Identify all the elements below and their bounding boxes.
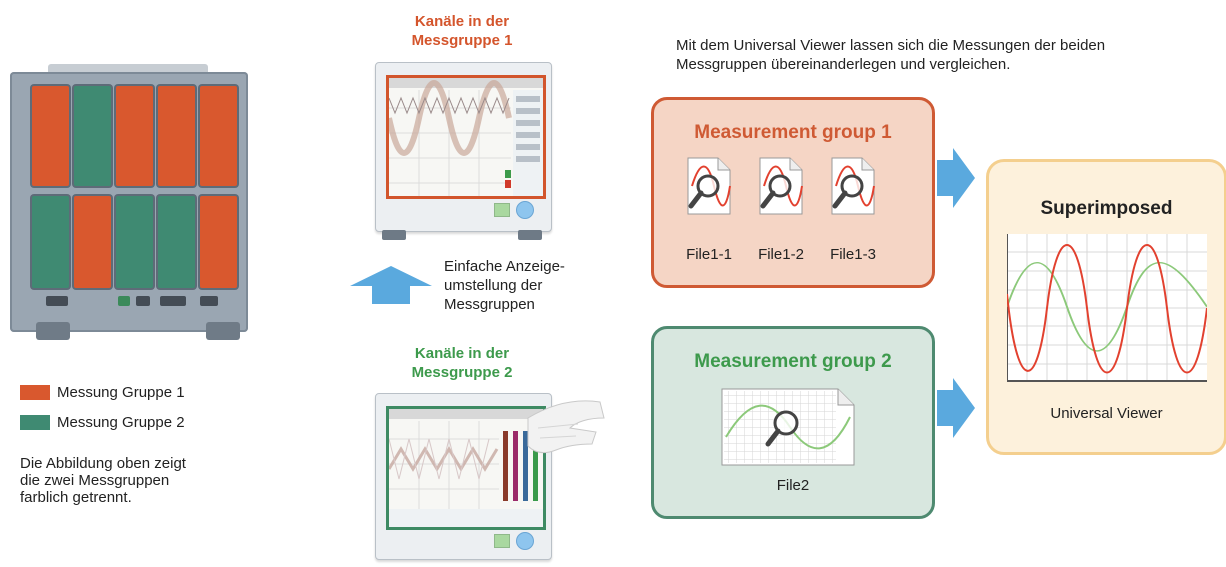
module-slot-g1 bbox=[74, 196, 111, 288]
right-arrow-icon bbox=[937, 378, 975, 438]
viewer-title: Superimposed bbox=[1040, 198, 1173, 219]
superimposed-plot bbox=[1006, 234, 1208, 382]
bar-display bbox=[387, 409, 543, 527]
module-slot-g2 bbox=[158, 196, 195, 288]
module-slot-g1 bbox=[200, 86, 237, 186]
legend-swatch bbox=[20, 385, 50, 400]
legend-label: Messung Gruppe 2 bbox=[57, 414, 185, 431]
recorder-button bbox=[494, 203, 510, 217]
recorder-group2 bbox=[375, 393, 552, 560]
channels-group2-title: Kanäle in der Messgruppe 2 bbox=[411, 345, 513, 381]
measurement-group-2: Measurement group 2 File2 bbox=[651, 326, 935, 519]
figure-note: Die Abbildung oben zeigt die zwei Messgr… bbox=[20, 455, 186, 506]
file-label: File2 bbox=[776, 477, 810, 494]
file-item bbox=[830, 156, 876, 221]
module-slot-g1 bbox=[158, 86, 195, 186]
connector bbox=[160, 296, 186, 306]
recorder-dial bbox=[516, 201, 534, 219]
recorder-foot bbox=[518, 230, 542, 240]
connector bbox=[46, 296, 68, 306]
universal-viewer-panel: Superimposed Universal Viewer bbox=[986, 159, 1226, 455]
module-slot-g1 bbox=[200, 196, 237, 288]
connector bbox=[200, 296, 218, 306]
recorder-dial bbox=[516, 532, 534, 550]
connector bbox=[118, 296, 130, 306]
switch-description: Einfache Anzeige- umstellung der Messgru… bbox=[444, 258, 565, 313]
superimposed-waves bbox=[1006, 234, 1208, 382]
recorder-foot bbox=[382, 230, 406, 240]
data-file-icon bbox=[721, 388, 855, 466]
module-slot-g1 bbox=[32, 86, 69, 186]
measurement-group-1: Measurement group 1 File1-1 File1-2 Fi bbox=[651, 97, 935, 288]
group1-title: Measurement group 1 bbox=[694, 122, 892, 143]
data-file-icon bbox=[687, 157, 731, 215]
data-file-icon bbox=[831, 157, 875, 215]
file-item bbox=[758, 156, 804, 221]
channels-group1-title: Kanäle in der Messgruppe 1 bbox=[411, 13, 513, 49]
up-arrow-icon bbox=[350, 266, 432, 304]
device-rear-panel bbox=[10, 72, 248, 332]
recorder-button bbox=[494, 534, 510, 548]
device-foot bbox=[36, 322, 70, 340]
file-label: File1-3 bbox=[830, 246, 876, 263]
file-item bbox=[686, 156, 732, 221]
legend-label: Messung Gruppe 1 bbox=[57, 384, 185, 401]
connector bbox=[136, 296, 150, 306]
module-slot-g2 bbox=[116, 196, 153, 288]
module-slot-g2 bbox=[32, 196, 69, 288]
hand-icon bbox=[527, 400, 605, 454]
module-slot-g1 bbox=[116, 86, 153, 186]
device-foot bbox=[206, 322, 240, 340]
intro-text: Mit dem Universal Viewer lassen sich die… bbox=[676, 37, 1106, 73]
file-label: File1-1 bbox=[686, 246, 732, 263]
legend-swatch bbox=[20, 415, 50, 430]
right-arrow-icon bbox=[937, 148, 975, 208]
viewer-subtitle: Universal Viewer bbox=[1050, 405, 1163, 422]
recorder-group1 bbox=[375, 62, 552, 232]
group2-title: Measurement group 2 bbox=[694, 351, 892, 372]
trend-display bbox=[386, 78, 543, 196]
file-item bbox=[720, 387, 856, 472]
device-top-handle bbox=[48, 64, 208, 74]
recorder-screen bbox=[386, 406, 546, 530]
module-slot-g2 bbox=[74, 86, 111, 186]
data-file-icon bbox=[759, 157, 803, 215]
recorder-screen bbox=[386, 75, 546, 199]
file-label: File1-2 bbox=[758, 246, 804, 263]
